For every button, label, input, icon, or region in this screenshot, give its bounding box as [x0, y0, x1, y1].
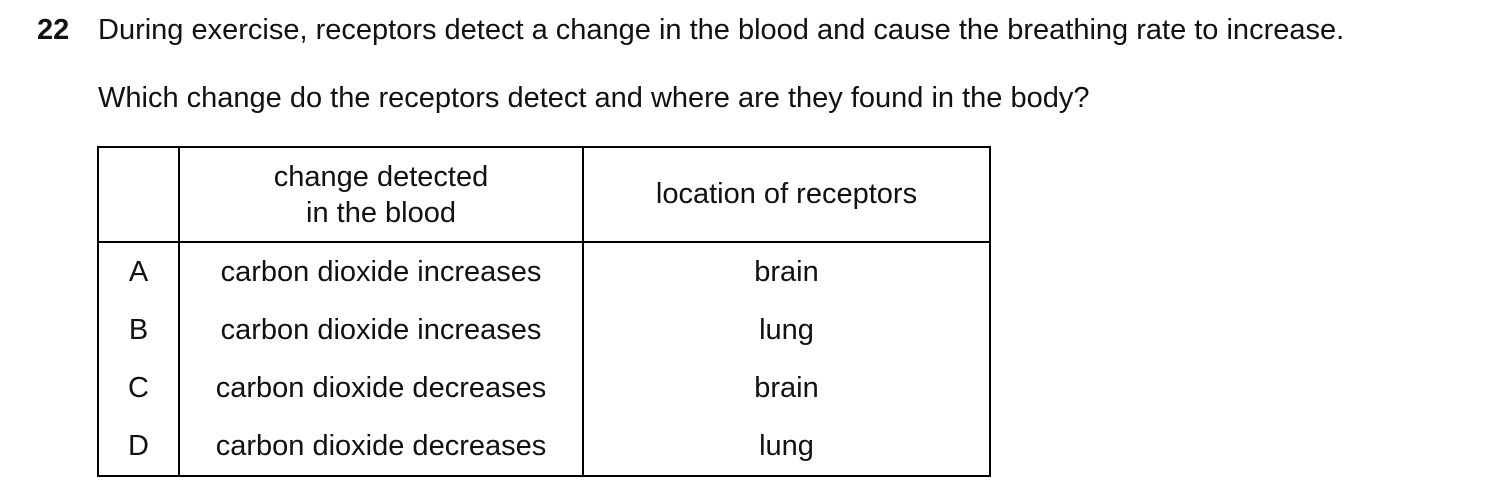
- option-change: carbon dioxide increases: [178, 301, 584, 359]
- header-row: change detected in the blood location of…: [97, 146, 991, 243]
- header-letter-cell: [97, 146, 180, 243]
- question-statement: During exercise, receptors detect a chan…: [98, 14, 1345, 46]
- option-letter: C: [97, 359, 180, 417]
- option-location: brain: [582, 242, 991, 301]
- option-location: brain: [582, 359, 991, 417]
- option-change: carbon dioxide decreases: [178, 359, 584, 417]
- option-change: carbon dioxide increases: [178, 242, 584, 301]
- table-row-b: B carbon dioxide increases lung: [97, 301, 991, 359]
- question-number: 22: [37, 14, 70, 46]
- question-statement-row: 22 During exercise, receptors detect a c…: [0, 0, 1500, 48]
- header-location-cell: location of receptors: [582, 146, 991, 243]
- table-row-c: C carbon dioxide decreases brain: [97, 359, 991, 417]
- option-letter: A: [97, 242, 180, 301]
- option-location: lung: [582, 301, 991, 359]
- option-letter: B: [97, 301, 180, 359]
- options-table-header: change detected in the blood location of…: [97, 146, 991, 243]
- option-letter: D: [97, 417, 180, 477]
- table-row-d: D carbon dioxide decreases lung: [97, 417, 991, 477]
- question-prompt: Which change do the receptors detect and…: [98, 82, 1090, 114]
- option-location: lung: [582, 417, 991, 477]
- option-change: carbon dioxide decreases: [178, 417, 584, 477]
- options-table: change detected in the blood location of…: [97, 146, 991, 477]
- table-row-a: A carbon dioxide increases brain: [97, 242, 991, 301]
- options-table-body: A carbon dioxide increases brain B carbo…: [97, 242, 991, 477]
- header-change-cell: change detected in the blood: [178, 146, 584, 243]
